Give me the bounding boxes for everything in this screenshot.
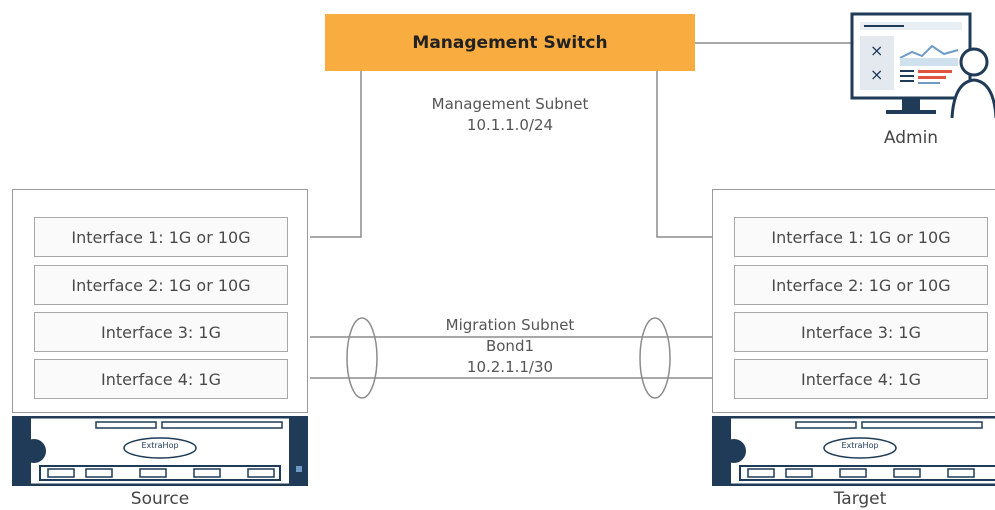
target-server-icon xyxy=(712,416,995,486)
management-subnet-label: Management Subnet 10.1.1.0/24 xyxy=(405,94,615,136)
target-interface-2: Interface 2: 1G or 10G xyxy=(734,265,988,305)
target-mgmt-link xyxy=(656,71,712,238)
management-subnet-name: Management Subnet xyxy=(431,95,589,113)
source-interface-2: Interface 2: 1G or 10G xyxy=(34,265,288,305)
management-switch: Management Switch xyxy=(325,14,695,71)
source-caption: Source xyxy=(130,489,190,509)
source-interface-3: Interface 3: 1G xyxy=(34,312,288,352)
source-brand-label: ExtraHop xyxy=(141,441,179,450)
source-chassis: ExtraHop xyxy=(11,415,309,487)
bond-oval-target xyxy=(639,317,671,399)
management-switch-label: Management Switch xyxy=(412,32,608,53)
migration-subnet-cidr: 10.2.1.1/30 xyxy=(466,358,554,376)
migration-subnet-name: Migration Subnet xyxy=(445,316,575,334)
admin-workstation-icon: × × xyxy=(850,12,995,119)
source-mgmt-link xyxy=(310,71,362,238)
migration-subnet-label: Migration Subnet Bond1 10.2.1.1/30 xyxy=(410,315,610,378)
source-interface-4: Interface 4: 1G xyxy=(34,359,288,399)
svg-text:×: × xyxy=(870,65,883,84)
admin-label: Admin xyxy=(883,128,939,148)
target-interface-4: Interface 4: 1G xyxy=(734,359,988,399)
target-caption: Target xyxy=(833,489,887,509)
target-interface-3: Interface 3: 1G xyxy=(734,312,988,352)
migration-subnet-bond: Bond1 xyxy=(485,337,535,355)
source-interface-1: Interface 1: 1G or 10G xyxy=(34,217,288,257)
target-interface-1: Interface 1: 1G or 10G xyxy=(734,217,988,257)
management-subnet-cidr: 10.1.1.0/24 xyxy=(466,116,554,134)
target-chassis: ExtraHop xyxy=(712,416,995,486)
svg-text:×: × xyxy=(870,41,883,60)
target-brand-label: ExtraHop xyxy=(841,441,879,450)
bond-oval-source xyxy=(346,317,378,399)
admin-workstation: × × Admin xyxy=(850,12,995,152)
source-server-icon xyxy=(11,415,309,487)
source-appliance: Interface 1: 1G or 10G Interface 2: 1G o… xyxy=(12,189,308,413)
target-appliance: Interface 1: 1G or 10G Interface 2: 1G o… xyxy=(712,189,995,413)
